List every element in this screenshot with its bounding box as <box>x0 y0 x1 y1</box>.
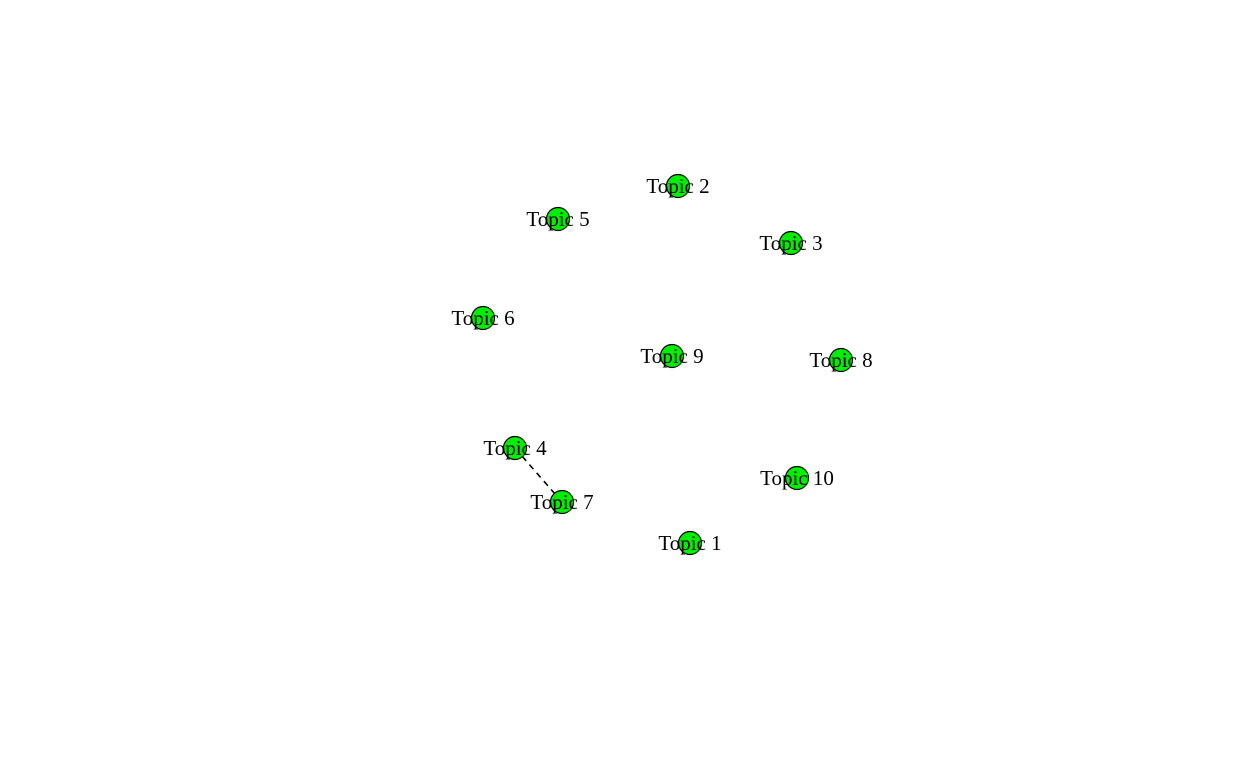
node-marker <box>778 230 804 256</box>
node-label: Topic 2 <box>646 174 709 198</box>
graph-node-t10: Topic 10 <box>760 465 834 491</box>
graph-node-t6: Topic 6 <box>451 305 515 331</box>
node-marker <box>545 206 571 232</box>
graph-node-t1: Topic 1 <box>658 530 722 556</box>
node-marker <box>502 435 528 461</box>
node-label: Topic 9 <box>640 344 703 368</box>
graph-node-t7: Topic 7 <box>530 489 594 515</box>
graph-node-t8: Topic 8 <box>809 347 873 373</box>
node-label: Topic 5 <box>526 207 589 231</box>
node-marker <box>828 347 854 373</box>
node-marker <box>549 489 575 515</box>
node-label: Topic 3 <box>759 231 822 255</box>
graph-node-t2: Topic 2 <box>646 173 710 199</box>
node-marker <box>470 305 496 331</box>
node-marker <box>665 173 691 199</box>
graph-node-t3: Topic 3 <box>759 230 823 256</box>
graph-node-t4: Topic 4 <box>483 435 547 461</box>
graph-node-t5: Topic 5 <box>526 206 590 232</box>
nodes-layer: Topic 1 Topic 2 Topic 3 Topic 4 Topic 5 Topic… <box>451 173 873 556</box>
node-marker <box>784 465 810 491</box>
node-label: Topic 8 <box>809 348 872 372</box>
node-label: Topic 10 <box>760 466 834 490</box>
node-marker <box>659 343 685 369</box>
node-label: Topic 6 <box>451 306 514 330</box>
graph-node-t9: Topic 9 <box>640 343 704 369</box>
node-marker <box>677 530 703 556</box>
node-label: Topic 4 <box>483 436 547 460</box>
node-label: Topic 7 <box>530 490 593 514</box>
node-label: Topic 1 <box>658 531 721 555</box>
